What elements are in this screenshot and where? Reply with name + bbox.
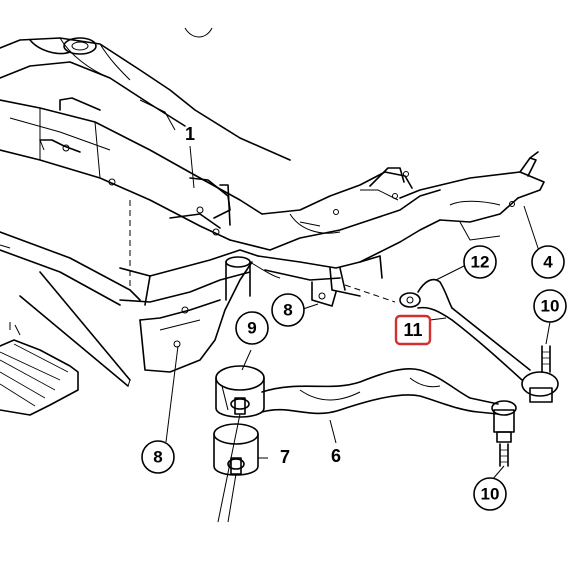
callout-7: 7 (280, 447, 290, 467)
callout-10-lower: 10 (473, 477, 507, 511)
bushing-upper (215, 365, 265, 418)
callout-8-upper: 8 (271, 293, 305, 327)
callout-12: 12 (463, 245, 497, 279)
callout-4: 4 (531, 245, 565, 279)
callout-8-upper-label: 8 (283, 301, 292, 320)
side-step-part (0, 322, 79, 416)
callout-1: 1 (185, 124, 195, 144)
callout-12-label: 12 (471, 253, 490, 272)
callout-4-label: 4 (543, 253, 553, 272)
control-arm (261, 367, 517, 467)
callout-6: 6 (331, 446, 341, 466)
callout-8-lower-label: 8 (153, 448, 162, 467)
callout-11-label: 11 (403, 320, 422, 340)
callout-7-label: 7 (280, 447, 290, 467)
front-axle-subframe (0, 27, 545, 387)
callout-10-lower-label: 10 (481, 485, 500, 504)
leader-lines (165, 145, 551, 523)
callout-6-label: 6 (331, 446, 341, 466)
callout-1-label: 1 (185, 124, 195, 144)
callout-10-upper: 10 (533, 289, 567, 323)
callout-11-highlighted: 11 (394, 314, 432, 346)
assembly-guide-lines (129, 200, 396, 303)
callout-8-lower: 8 (141, 440, 175, 474)
callout-9: 9 (235, 311, 269, 345)
callout-9-label: 9 (247, 319, 256, 338)
tension-strut (399, 278, 559, 403)
callout-10-upper-label: 10 (541, 297, 560, 316)
highlight-box (394, 314, 432, 346)
